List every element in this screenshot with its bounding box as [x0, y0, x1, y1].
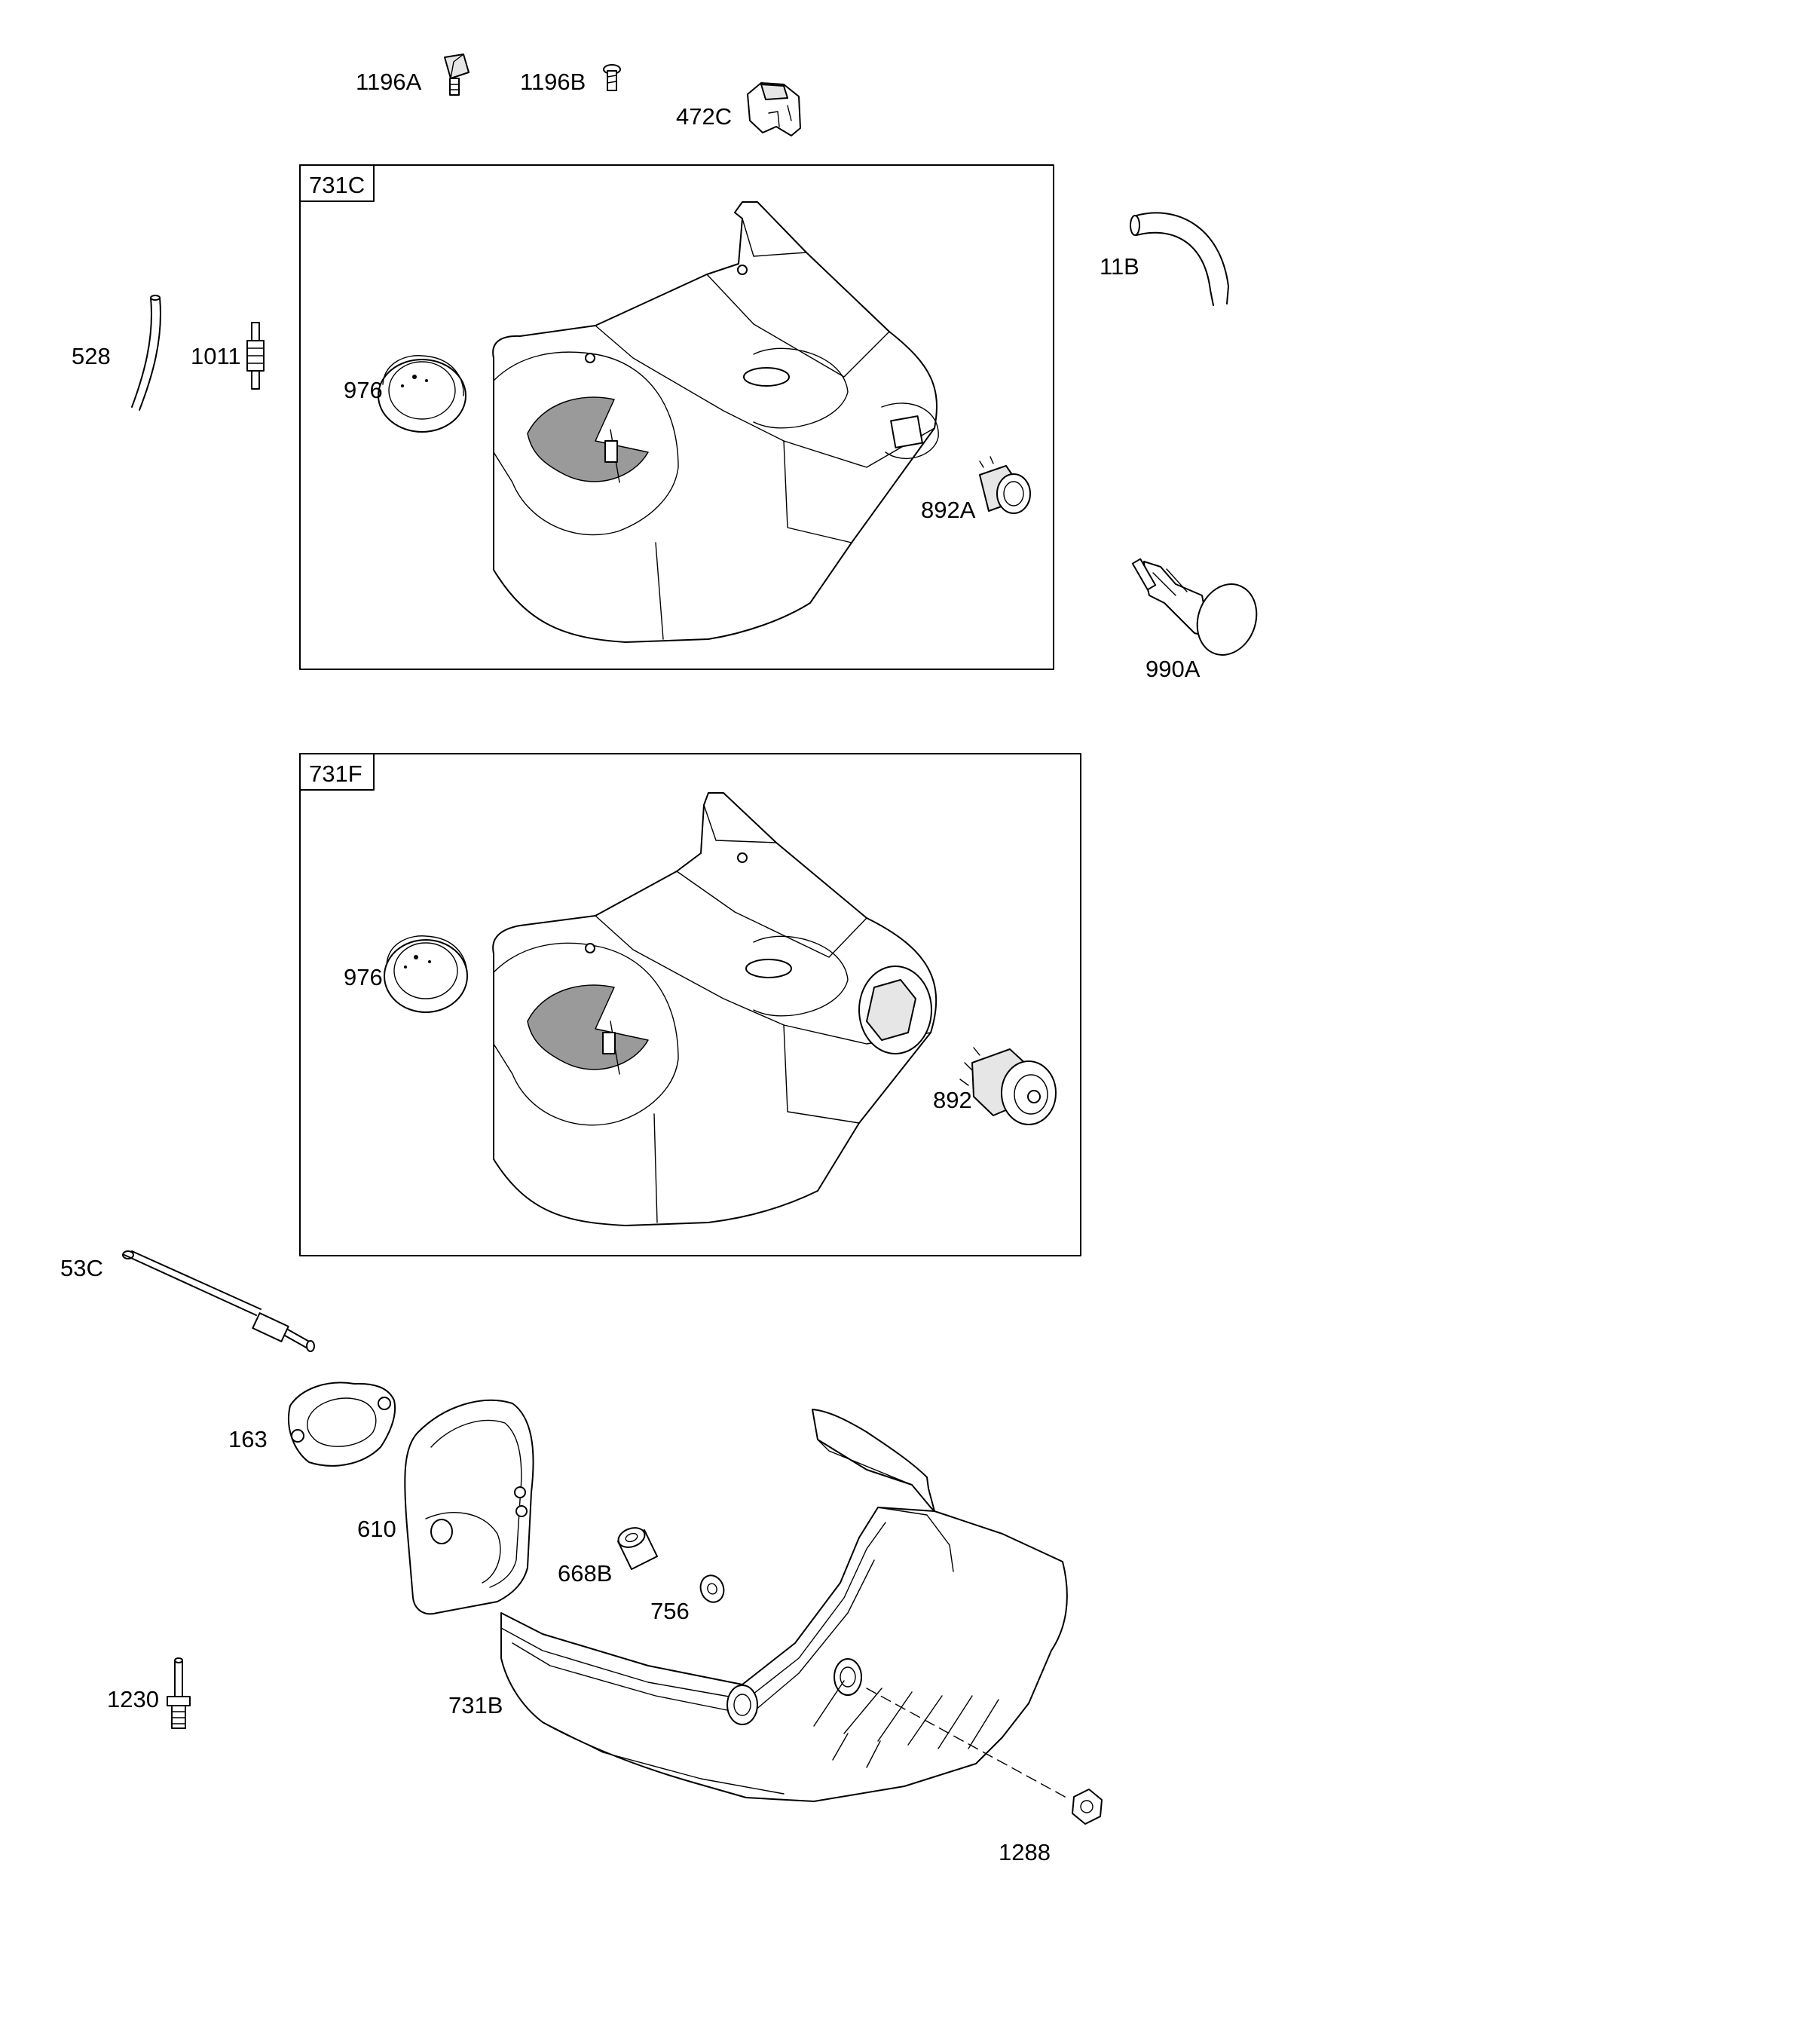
part-668b[interactable]: 668B: [558, 1525, 658, 1587]
part-610[interactable]: 610: [357, 1399, 534, 1615]
tube-icon: [131, 295, 161, 411]
part-1011[interactable]: 1011: [191, 322, 265, 390]
part-label-1288: 1288: [999, 1839, 1051, 1865]
muffler-guard-icon: [500, 1409, 1068, 1802]
group-label-731c: 731C: [309, 172, 365, 198]
part-1196a[interactable]: 1196A: [356, 54, 470, 96]
part-label-1196a: 1196A: [356, 69, 422, 95]
part-label-892a: 892A: [921, 497, 976, 523]
part-label-528: 528: [72, 343, 111, 369]
part-label-756: 756: [650, 1598, 690, 1624]
nut-icon: [1072, 1789, 1103, 1825]
part-892a[interactable]: 892A: [921, 456, 1031, 523]
part-1230[interactable]: 1230: [107, 1657, 191, 1729]
group-label-731f: 731F: [309, 760, 362, 787]
part-label-668b: 668B: [558, 1560, 612, 1587]
part-11b[interactable]: 11B: [1100, 212, 1229, 306]
screw-icon: [603, 64, 621, 91]
part-892[interactable]: 892: [933, 1047, 1057, 1125]
part-label-472c: 472C: [676, 103, 732, 130]
hose-icon: [1130, 212, 1229, 306]
primer-bulb-icon: [1131, 558, 1258, 656]
switch-icon: [959, 1047, 1057, 1125]
part-label-610: 610: [357, 1516, 396, 1542]
part-label-53c: 53C: [60, 1255, 103, 1281]
part-label-892: 892: [933, 1087, 972, 1113]
part-976-top[interactable]: 976: [344, 355, 466, 433]
part-976-bottom[interactable]: 976: [344, 935, 468, 1013]
part-1196b[interactable]: 1196B: [520, 64, 621, 95]
part-label-1196b: 1196B: [520, 69, 586, 95]
knob-fastener-icon: [444, 54, 470, 96]
part-990a[interactable]: 990A: [1131, 558, 1266, 682]
washer-icon: [699, 1574, 725, 1603]
part-label-976-bottom: 976: [344, 964, 383, 990]
part-label-990a: 990A: [1146, 656, 1201, 682]
part-label-1011: 1011: [191, 343, 241, 369]
engine-cover-731f: [492, 792, 937, 1226]
bracket-icon: [747, 82, 801, 136]
part-756[interactable]: 756: [650, 1572, 727, 1624]
group-731f: 731F: [299, 753, 1081, 1256]
stud-icon: [122, 1250, 315, 1352]
engine-cover-731c: [492, 201, 939, 643]
switch-icon: [979, 456, 1031, 514]
gasket-icon: [287, 1382, 396, 1467]
cap-icon: [378, 355, 466, 433]
spacer-icon: [617, 1527, 658, 1570]
heat-shield-icon: [404, 1399, 534, 1615]
part-1288[interactable]: 1288: [999, 1789, 1103, 1865]
part-163[interactable]: 163: [228, 1382, 396, 1467]
part-528[interactable]: 528: [72, 295, 161, 411]
part-label-163: 163: [228, 1426, 268, 1452]
part-label-11b: 11B: [1100, 253, 1139, 280]
part-472c[interactable]: 472C: [676, 82, 801, 136]
group-731c: 731C: [299, 164, 1054, 670]
fitting-icon: [246, 322, 265, 390]
part-label-1230: 1230: [107, 1686, 159, 1712]
part-731b[interactable]: 731B: [448, 1409, 1068, 1802]
part-53c[interactable]: 53C: [60, 1250, 315, 1352]
part-label-976-top: 976: [344, 377, 383, 403]
part-label-731b: 731B: [448, 1692, 503, 1718]
stud-bolt-icon: [167, 1657, 191, 1729]
cap-icon: [384, 935, 468, 1013]
